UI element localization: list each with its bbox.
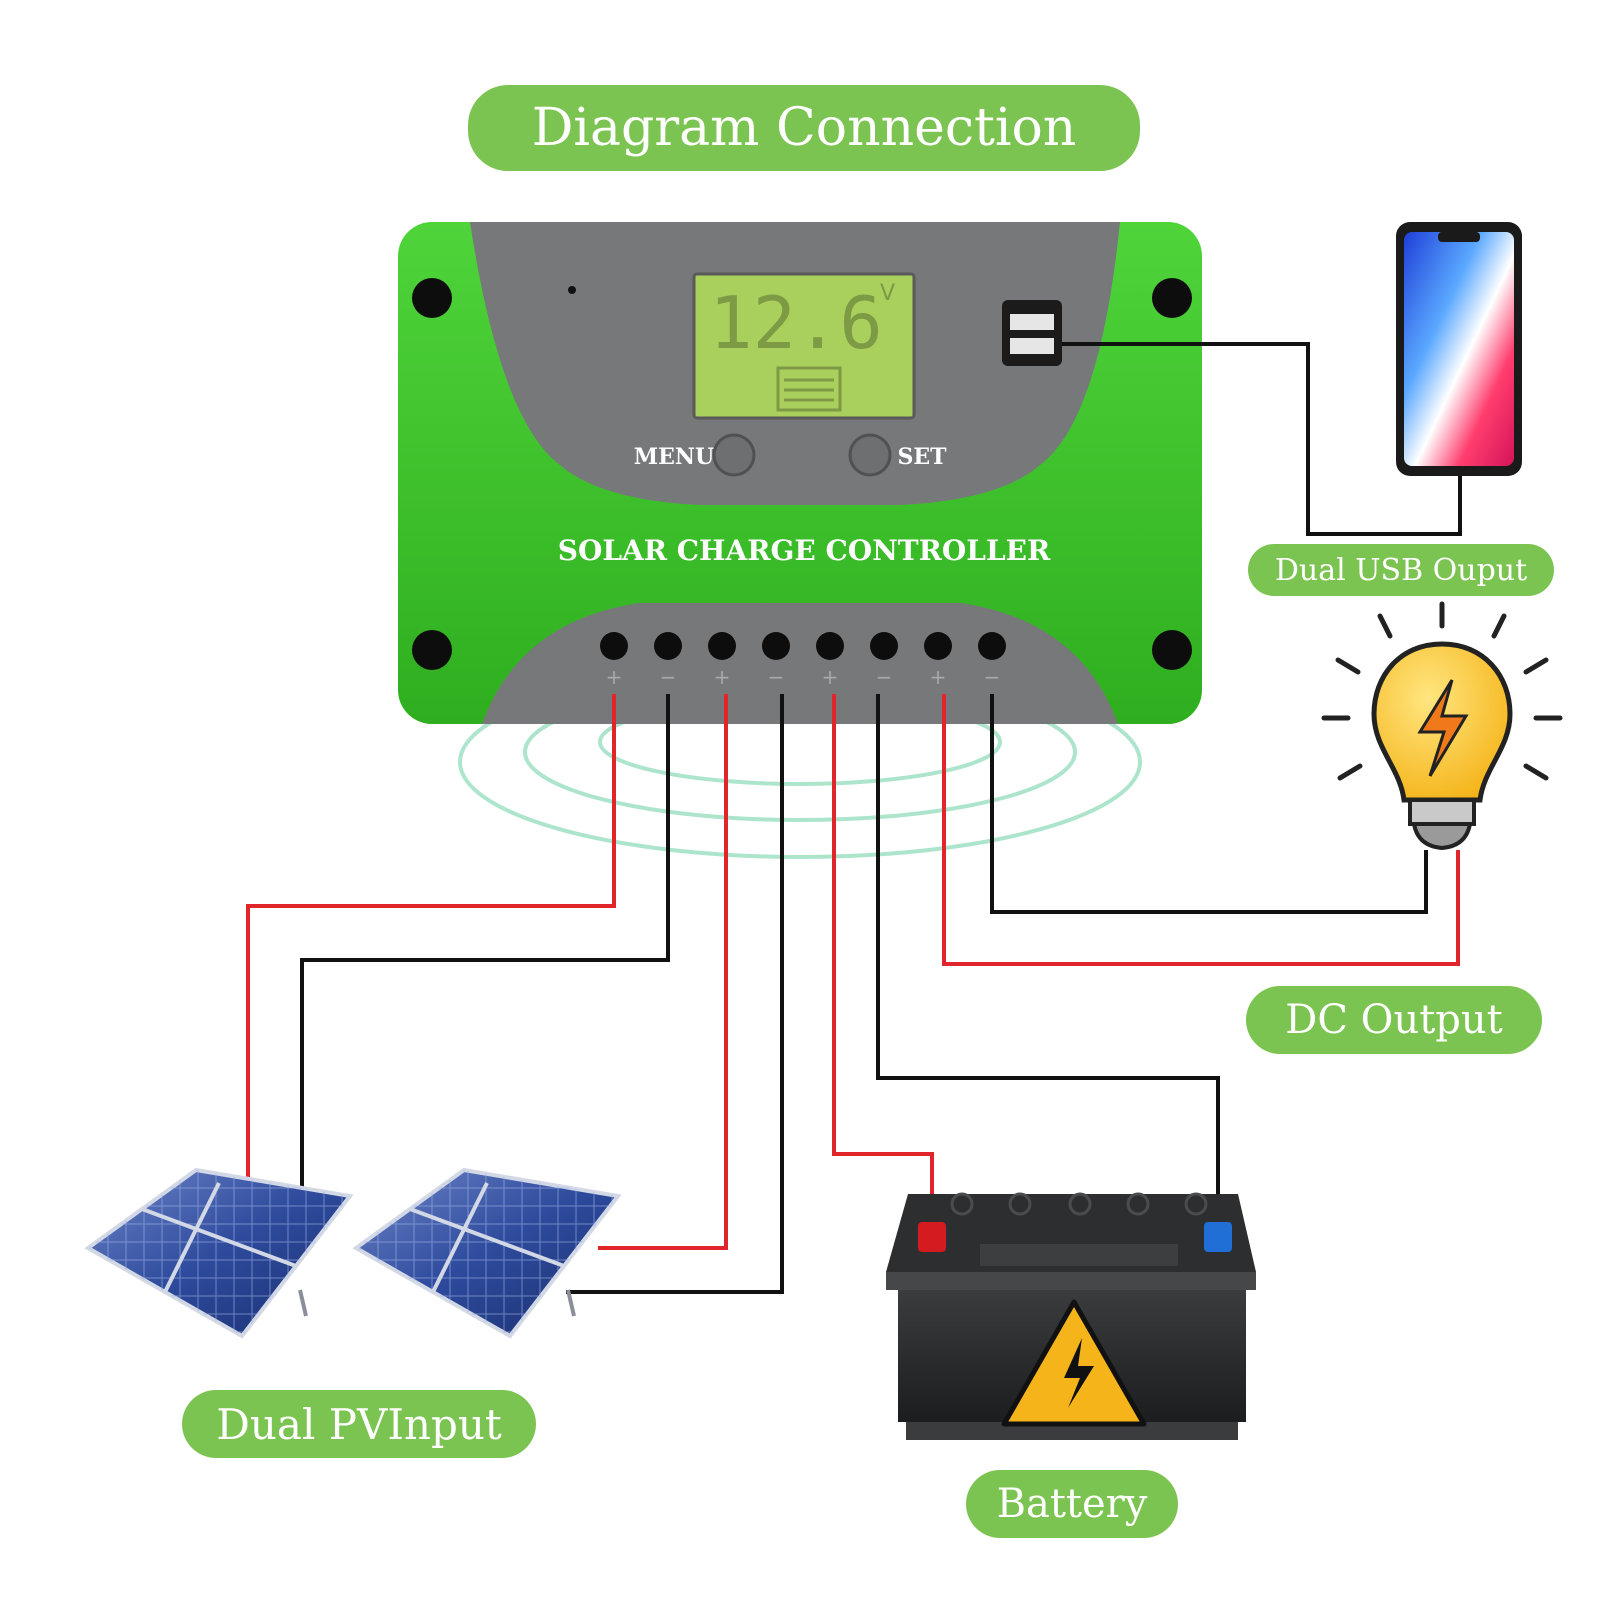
load-positive-wire <box>942 694 1460 966</box>
pv-input-label: Dual PVInput <box>182 1390 536 1458</box>
battery-negative-terminal <box>1204 1222 1232 1252</box>
terminal-polarity-mark: + <box>714 665 731 689</box>
lcd-screen <box>692 272 916 420</box>
battery-label: Battery <box>966 1470 1178 1538</box>
terminal-polarity-mark: − <box>768 665 785 689</box>
lcd-unit: V <box>880 281 895 306</box>
mounting-holes <box>412 278 1192 670</box>
lcd-value: 12.6 <box>709 281 882 365</box>
terminal-polarity-mark: − <box>876 665 893 689</box>
terminal-hole <box>816 632 844 660</box>
battery-positive-wire <box>832 694 934 1222</box>
diagram-title: Diagram Connection <box>468 85 1140 171</box>
terminal-polarity-mark: + <box>606 665 623 689</box>
smartphone-icon <box>1396 222 1522 476</box>
controller-name: SOLAR CHARGE CONTROLLER <box>558 534 1051 567</box>
terminal-hole <box>708 632 736 660</box>
terminal-polarity-mark: − <box>660 665 677 689</box>
terminal-hole <box>762 632 790 660</box>
load-negative-wire <box>990 694 1428 914</box>
terminal-block <box>600 632 1006 660</box>
sensor-dot <box>568 286 576 294</box>
pv1-positive-wire <box>246 694 616 1180</box>
solar-charge-controller: 12.6 V MENU SET SOLAR CHARGE CONTROLLER … <box>398 222 1202 724</box>
terminal-hole <box>870 632 898 660</box>
set-button[interactable] <box>848 433 892 477</box>
battery-positive-terminal <box>918 1222 946 1252</box>
terminal-marks: + − + − + − + − <box>606 665 1001 689</box>
terminal-polarity-mark: − <box>984 665 1001 689</box>
menu-label: MENU <box>634 444 714 470</box>
usb-cable <box>1062 342 1462 536</box>
lcd-battery-icon <box>776 366 842 412</box>
terminal-polarity-mark: + <box>822 665 839 689</box>
menu-button[interactable] <box>712 433 756 477</box>
light-bulb-icon <box>1321 601 1563 851</box>
terminal-polarity-mark: + <box>930 665 947 689</box>
usb-port-icon <box>1002 300 1062 366</box>
battery-negative-wire <box>876 694 1220 1210</box>
terminal-hole <box>978 632 1006 660</box>
terminal-hole <box>654 632 682 660</box>
dc-output-label: DC Output <box>1246 986 1542 1054</box>
usb-output-label: Dual USB Ouput <box>1248 544 1554 596</box>
wiring <box>246 342 1462 1294</box>
controller-terminal-face <box>482 603 1118 724</box>
set-label: SET <box>897 444 947 470</box>
pv2-positive-wire <box>598 694 728 1250</box>
solar-panel-2 <box>352 1167 622 1339</box>
terminal-hole <box>924 632 952 660</box>
solar-panel-1 <box>84 1167 354 1339</box>
terminal-hole <box>600 632 628 660</box>
warning-icon <box>1001 1299 1147 1427</box>
pv2-negative-wire <box>566 694 784 1294</box>
solar-panel-icon <box>84 1167 622 1339</box>
battery-icon <box>886 1192 1256 1440</box>
pv1-negative-wire <box>300 694 670 1190</box>
